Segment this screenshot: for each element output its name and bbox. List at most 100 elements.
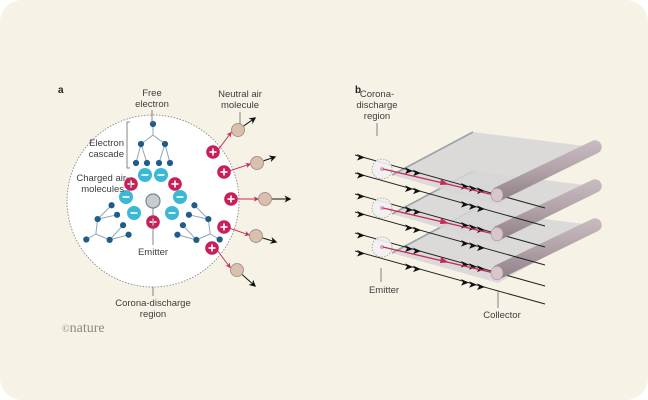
electron xyxy=(174,231,181,238)
electron xyxy=(106,236,113,243)
airflow-arrowhead xyxy=(461,278,469,286)
copyright-symbol: © xyxy=(62,324,70,335)
airflow-arrowhead xyxy=(413,226,421,234)
electron xyxy=(161,140,169,148)
airflow-arrowhead xyxy=(461,200,469,208)
negative-ion xyxy=(165,206,179,220)
airflow-line xyxy=(354,172,546,227)
cascade-branch xyxy=(109,224,124,241)
airflow-arrowhead xyxy=(357,249,365,257)
negative-ion xyxy=(173,190,187,204)
airflow-arrowhead xyxy=(405,185,413,192)
plus-icon xyxy=(230,195,232,203)
electron xyxy=(83,236,90,243)
plus-icon xyxy=(223,223,225,231)
neutral-air-molecule xyxy=(249,229,263,243)
charged-molecules-label-2: molecules xyxy=(81,184,124,195)
electron xyxy=(185,211,193,218)
corona-b-label-2: discharge xyxy=(356,100,397,111)
neutral-molecule-label-1: Neutral air xyxy=(218,89,262,100)
ion-neutral-pair xyxy=(224,192,292,206)
charged-leader xyxy=(126,177,136,187)
electron-cascade-label-1: Electron xyxy=(89,138,124,149)
electron xyxy=(125,231,132,238)
ion-neutral-pair xyxy=(217,220,278,244)
neutral-air-molecule xyxy=(258,192,272,206)
corona-b-label-3: region xyxy=(364,111,390,122)
airflow-arrowhead xyxy=(477,187,485,195)
electron-cascade-label-2: cascade xyxy=(89,149,124,160)
airflow-arrowhead xyxy=(477,244,485,252)
airflow-arrowhead xyxy=(405,263,413,270)
airflow-arrowhead xyxy=(413,247,421,255)
airflow-line xyxy=(354,211,546,266)
ion-path xyxy=(382,207,495,235)
emitter-b-label: Emitter xyxy=(369,285,399,296)
electron xyxy=(205,216,212,223)
negative-ion xyxy=(138,168,152,182)
airflow-arrow xyxy=(263,155,277,163)
airflow-arrowhead xyxy=(357,231,365,239)
airflow-arrowhead xyxy=(413,208,421,216)
airflow-arrowhead xyxy=(469,242,477,249)
electron xyxy=(179,222,187,229)
cascade-branch xyxy=(97,214,118,220)
airflow-arrowhead xyxy=(357,171,365,179)
panel-b: b Corona- discharge region Emitter Colle… xyxy=(354,85,602,321)
electrode-stack xyxy=(354,131,602,305)
cascade-branch xyxy=(158,143,166,164)
plus-icon xyxy=(212,148,214,156)
electron xyxy=(119,222,127,229)
airflow-arrowhead xyxy=(413,187,421,195)
electron xyxy=(94,216,101,223)
electron xyxy=(191,202,198,209)
ion-push-arrow xyxy=(229,162,252,172)
minus-icon xyxy=(157,174,165,176)
plus-icon xyxy=(211,244,213,252)
cascade-branch xyxy=(182,224,197,241)
collector-rod-end xyxy=(490,187,504,203)
emitter-wire xyxy=(145,193,161,209)
airflow-line xyxy=(354,250,546,305)
emitter-wire-b xyxy=(380,167,384,171)
electron xyxy=(166,159,174,167)
airflow-arrowhead xyxy=(469,281,477,288)
minus-icon xyxy=(141,174,149,176)
ion-neutral-pair xyxy=(217,155,277,179)
free-electron-label-2: electron xyxy=(135,99,169,110)
collector-rod xyxy=(494,179,602,240)
airflow-arrowhead xyxy=(357,192,365,200)
electron xyxy=(113,211,121,218)
minus-icon xyxy=(168,212,176,214)
ion-neutral-pair xyxy=(206,117,257,159)
airflow-arrowhead xyxy=(413,169,421,177)
cascade-branch xyxy=(97,204,112,220)
airflow-arrowhead xyxy=(413,265,421,273)
cascade-branch xyxy=(188,214,209,220)
positive-ion xyxy=(168,177,182,191)
airflow-arrowhead xyxy=(405,224,413,231)
corona-b-label-1: Corona- xyxy=(360,89,394,100)
panel-a-label: a xyxy=(58,85,64,96)
neutral-molecule-label-2: molecule xyxy=(221,100,259,111)
corona-region-label-1: Corona-discharge xyxy=(115,298,191,309)
electron xyxy=(193,236,200,243)
airflow-arrow xyxy=(243,117,257,127)
airflow-arrowhead xyxy=(405,245,413,252)
airflow-arrowhead xyxy=(357,210,365,218)
positive-ion xyxy=(124,177,138,191)
negative-ion xyxy=(119,190,133,204)
ion-push-arrow xyxy=(217,251,231,269)
nature-credit: ©nature xyxy=(62,321,105,336)
charged-air-molecules xyxy=(119,168,187,229)
ion-push-arrow xyxy=(229,227,251,237)
electrode-layer xyxy=(354,131,602,227)
airflow-arrowhead xyxy=(357,153,365,161)
minus-icon xyxy=(176,196,184,198)
electron-cascade xyxy=(83,120,223,243)
plate xyxy=(392,132,600,205)
panel-a: a Free electron Neutral air molecule Ele… xyxy=(58,85,292,336)
airflow-arrowhead xyxy=(477,283,485,291)
plus-icon xyxy=(130,180,132,188)
